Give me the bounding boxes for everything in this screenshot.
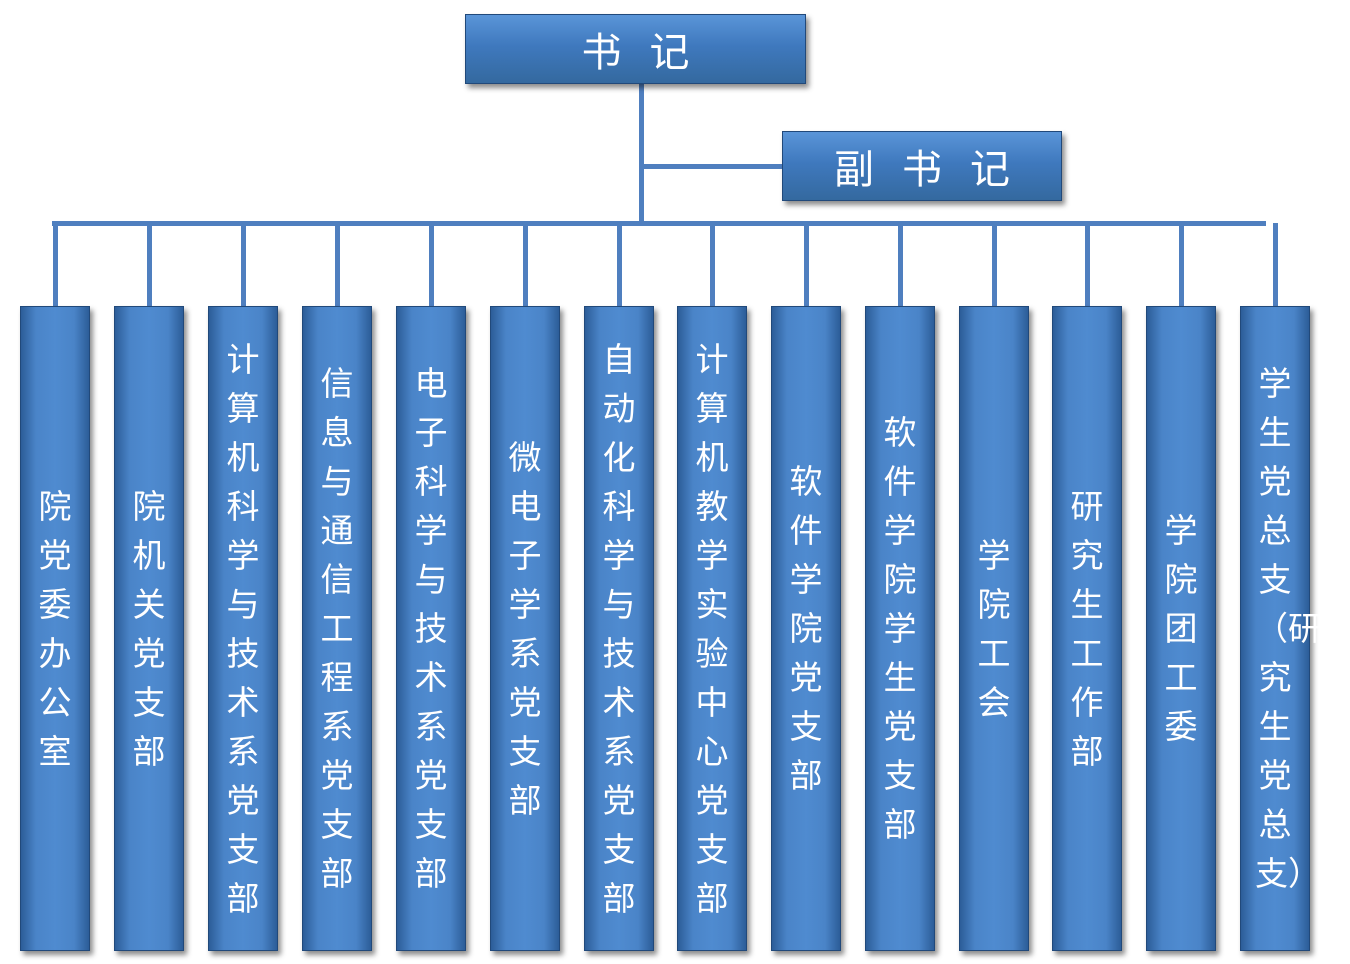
unit-label: 院党委办公室 <box>38 486 72 771</box>
deputy-secretary-label: 副书记 <box>834 147 1038 193</box>
drop-line <box>803 223 809 307</box>
unit-label: 学生党总支（研究生党总支） <box>1255 364 1321 893</box>
unit-label: 自动化科学与技术系党支部 <box>602 339 636 918</box>
unit-label: 微电子学系党支部 <box>508 437 542 820</box>
unit-box: 院机关党支部 <box>114 306 184 951</box>
deputy-connector-line <box>639 164 784 169</box>
unit-box: 学院团工委 <box>1146 306 1216 951</box>
drop-line <box>522 223 528 307</box>
unit-label: 院机关党支部 <box>132 486 166 771</box>
unit-box: 院党委办公室 <box>20 306 90 951</box>
drop-line <box>146 223 152 307</box>
unit-label: 研究生工作部 <box>1070 486 1104 771</box>
unit-box: 自动化科学与技术系党支部 <box>584 306 654 951</box>
unit-box: 计算机教学实验中心党支部 <box>677 306 747 951</box>
unit-label: 信息与通信工程系党支部 <box>320 364 354 893</box>
unit-label: 软件学院党支部 <box>789 462 823 795</box>
drop-line <box>709 223 715 307</box>
drop-line <box>1178 223 1184 307</box>
unit-label: 计算机科学与技术系党支部 <box>226 339 260 918</box>
drop-line <box>1272 223 1278 307</box>
unit-box: 学生党总支（研究生党总支） <box>1240 306 1321 951</box>
unit-label: 学院团工委 <box>1164 511 1198 746</box>
drop-line <box>991 223 997 307</box>
drop-line <box>52 223 58 307</box>
trunk-line <box>639 83 644 224</box>
secretary-box: 书记 <box>465 14 806 84</box>
unit-box: 学院工会 <box>959 306 1029 951</box>
unit-box: 电子科学与技术系党支部 <box>396 306 466 951</box>
drop-line <box>897 223 903 307</box>
unit-box: 微电子学系党支部 <box>490 306 560 951</box>
unit-box: 研究生工作部 <box>1052 306 1122 951</box>
unit-label: 软件学院学生党支部 <box>883 413 917 844</box>
unit-box: 计算机科学与技术系党支部 <box>208 306 278 951</box>
horizontal-bus-line <box>52 221 1266 226</box>
unit-box: 软件学院学生党支部 <box>865 306 935 951</box>
unit-label: 计算机教学实验中心党支部 <box>695 339 729 918</box>
drop-line <box>1084 223 1090 307</box>
drop-line <box>334 223 340 307</box>
unit-box: 软件学院党支部 <box>771 306 841 951</box>
drop-line <box>240 223 246 307</box>
unit-box: 信息与通信工程系党支部 <box>302 306 372 951</box>
secretary-label: 书记 <box>581 30 718 76</box>
deputy-secretary-box: 副书记 <box>782 131 1062 201</box>
drop-line <box>428 223 434 307</box>
drop-line <box>616 223 622 307</box>
unit-label: 电子科学与技术系党支部 <box>414 364 448 893</box>
unit-label: 学院工会 <box>977 535 1011 722</box>
